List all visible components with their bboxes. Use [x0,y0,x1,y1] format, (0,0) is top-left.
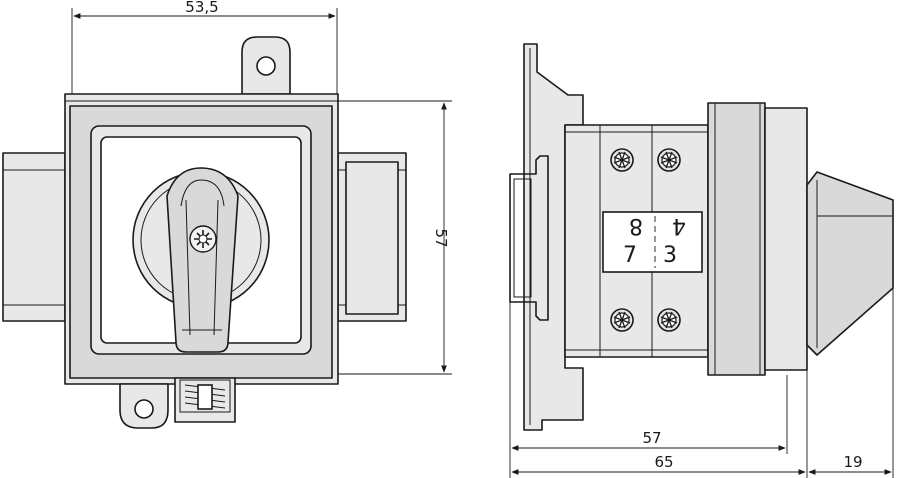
front-width-label: 53,5 [185,0,218,16]
dimension-side: 57 65 19 [509,288,894,478]
switch-body-side [564,124,709,358]
side-body-depth-label: 57 [642,429,661,447]
terminal-label-7: 7 [623,243,637,268]
terminal-label-3: 3 [663,243,677,268]
screw-icon [610,148,634,172]
front-height-label: 57 [432,228,450,247]
din-rail-front [2,152,407,322]
knob-screw-icon [189,225,217,253]
mounting-tab-top [241,36,291,95]
front-view: 53,5 57 [2,0,452,429]
dimension-front-height: 57 [338,100,452,375]
rotary-knob [132,167,270,353]
side-knob-depth-label: 19 [843,453,862,471]
terminal-label-8: 8 [629,213,643,238]
side-view: 8 4 7 3 57 65 19 [509,43,894,478]
screw-icon [657,308,681,332]
screw-icon [610,308,634,332]
front-frame-side [707,102,808,376]
side-overall-depth-label: 65 [654,453,673,471]
terminal-label-4: 4 [672,213,686,238]
din-rail-side [509,155,549,321]
screw-icon [657,148,681,172]
mounting-tab-bottom [119,377,236,429]
knob-side [806,171,894,356]
dimension-front-width: 53,5 [71,0,338,94]
